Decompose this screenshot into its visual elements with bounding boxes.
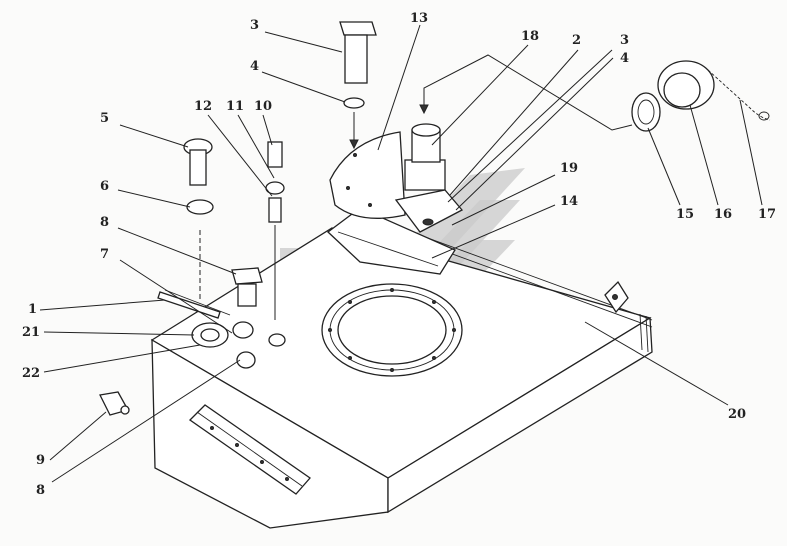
leader-lines xyxy=(39,24,763,483)
filler-neck-assembly xyxy=(394,123,464,233)
callout-label: 5 xyxy=(100,111,109,126)
callout-label: 4 xyxy=(620,51,629,66)
callout-label: 3 xyxy=(620,33,629,48)
callout-label: 4 xyxy=(250,59,259,74)
callout-label: 15 xyxy=(676,207,694,222)
callout-label: 1 xyxy=(28,302,37,317)
callout-label: 18 xyxy=(521,29,539,44)
callout-label: 16 xyxy=(714,207,732,222)
callout-label: 17 xyxy=(758,207,776,222)
callout-label: 10 xyxy=(254,99,272,114)
callout-label: 22 xyxy=(22,366,40,381)
hose-fitting xyxy=(99,391,130,416)
callout-label: 9 xyxy=(36,453,45,468)
mounting-flange-ring xyxy=(321,283,463,377)
sensor-fittings xyxy=(265,141,286,347)
callout-label: 8 xyxy=(100,215,109,230)
callout-label: 14 xyxy=(560,194,578,209)
screw-and-washer xyxy=(183,138,214,300)
callout-labels: 3 13 18 2 3 4 4 12 11 10 5 6 8 7 1 21 22… xyxy=(22,11,776,498)
bolt-and-washer xyxy=(339,21,377,150)
callout-label: 13 xyxy=(410,11,428,26)
callout-label: 19 xyxy=(560,161,578,176)
filler-cap xyxy=(631,60,771,132)
callout-label: 3 xyxy=(250,18,259,33)
callout-label: 20 xyxy=(728,407,746,422)
fuel-tank-body xyxy=(150,225,653,529)
callout-label: 2 xyxy=(572,33,581,48)
callout-label: 8 xyxy=(36,483,45,498)
callout-label: 12 xyxy=(194,99,212,114)
callout-label: 11 xyxy=(226,99,244,114)
callout-label: 21 xyxy=(22,325,40,340)
callout-label: 7 xyxy=(100,247,109,262)
callout-label: 6 xyxy=(100,179,109,194)
float-plate xyxy=(329,131,406,219)
